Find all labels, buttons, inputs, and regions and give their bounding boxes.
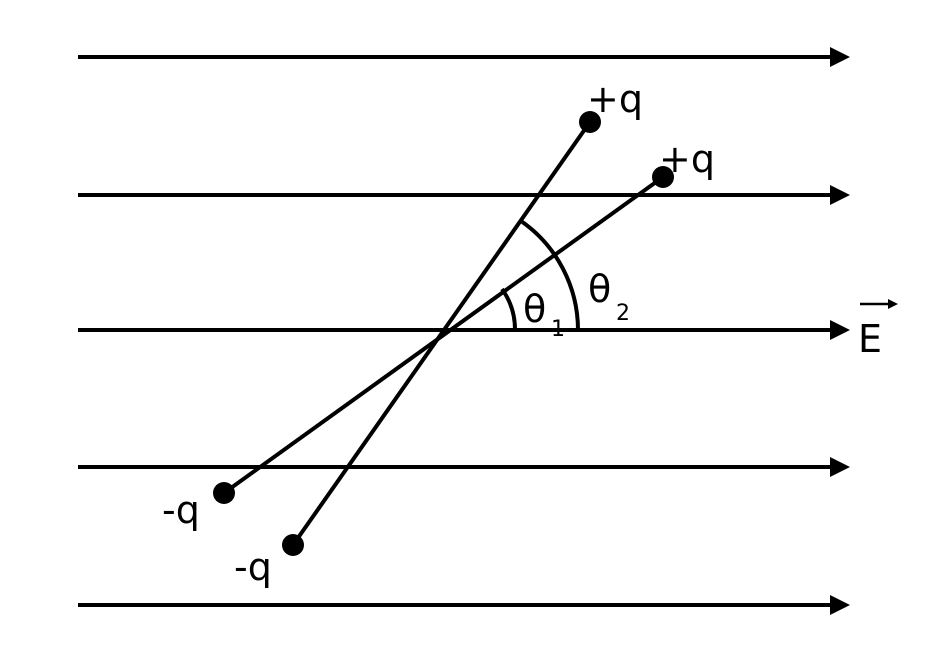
charge-label-pos-2: +q [659,137,715,181]
arrowheads [830,47,898,615]
charge-positive-1 [579,111,601,133]
field-label: E [858,317,882,361]
theta-1-arc [500,287,518,331]
charge-label-neg-2: -q [234,545,272,589]
charge-negative-1 [213,482,235,504]
charge-label-pos-1: +q [587,77,643,121]
theta-2-arc [519,219,580,331]
dipole-2-axis [222,175,665,495]
dipole-1-axis [291,120,592,547]
arrowhead-icon [830,47,850,67]
vector-arrowhead-icon [888,299,898,309]
charge-positive-2 [652,166,674,188]
theta-2-subscript: 2 [616,301,630,326]
theta-2-label: θ [588,267,611,311]
charge-label-neg-1: -q [162,488,200,532]
arrowhead-icon [830,185,850,205]
arrowhead-icon [830,320,850,340]
theta-1-subscript: 1 [551,317,565,342]
arrowhead-icon [830,457,850,477]
arrowhead-icon [830,595,850,615]
theta-1-label: θ [523,287,546,331]
charge-negative-2 [282,534,304,556]
field-lines [78,55,832,607]
